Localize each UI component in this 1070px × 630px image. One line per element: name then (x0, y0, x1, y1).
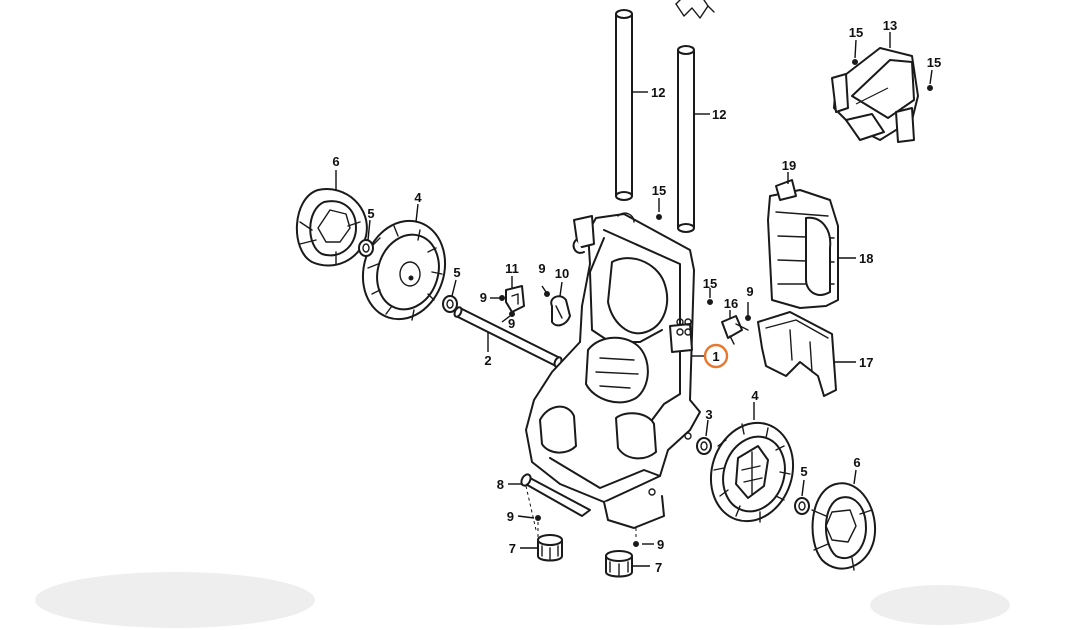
part-17-tank-holder[interactable] (757, 311, 837, 397)
part-4-wheel-right[interactable] (699, 412, 806, 532)
part-13-accessory-holder[interactable] (831, 47, 919, 143)
callout-15-b[interactable]: 15 (703, 276, 717, 291)
part-10-clip[interactable] (550, 295, 571, 327)
background-smudge-right (870, 585, 1010, 625)
part-6-hubcap-right[interactable] (811, 482, 877, 571)
part-12-lance-left[interactable] (615, 9, 633, 201)
callout-9-c[interactable]: 9 (538, 261, 545, 276)
callout-8[interactable]: 8 (497, 477, 504, 492)
callout-6-left[interactable]: 6 (332, 154, 339, 169)
callout-10[interactable]: 10 (555, 266, 569, 281)
callout-5-left[interactable]: 5 (453, 265, 460, 280)
callout-12-left[interactable]: 12 (651, 85, 665, 100)
part-9-screw-a[interactable] (490, 295, 505, 301)
part-3-washer[interactable] (696, 437, 712, 455)
callout-15-d[interactable]: 15 (927, 55, 941, 70)
callout-9-b[interactable]: 9 (508, 316, 515, 331)
part-7-foot-left[interactable] (537, 534, 563, 562)
part-5-washer-left[interactable] (442, 295, 458, 313)
part-7-foot-right[interactable] (605, 550, 633, 578)
callout-9-a[interactable]: 9 (480, 290, 487, 305)
part-19-detergent-bottle[interactable] (767, 179, 839, 309)
part-15-screw-d[interactable] (927, 85, 933, 91)
callout-7-right[interactable]: 7 (655, 560, 662, 575)
leader-lines (335, 32, 933, 567)
part-9-screw-e[interactable] (535, 515, 541, 539)
callout-13[interactable]: 13 (883, 18, 897, 33)
callout-6-right[interactable]: 6 (853, 455, 860, 470)
callout-15-a[interactable]: 15 (652, 183, 666, 198)
callout-labels: 1 2 3 4 4 5 5 5 6 6 7 7 8 9 9 9 9 9 9 10… (332, 18, 941, 575)
callout-19[interactable]: 19 (782, 158, 796, 173)
part-5-washer-right[interactable] (794, 497, 810, 515)
part-9-screw-d[interactable] (745, 302, 751, 321)
highlight-ring-part-1[interactable] (703, 343, 729, 369)
part-15-screw-a[interactable] (656, 214, 662, 220)
part-top-clip-fragment (675, 0, 715, 19)
callout-18[interactable]: 18 (859, 251, 873, 266)
callout-9-f[interactable]: 9 (657, 537, 664, 552)
callout-4-right[interactable]: 4 (751, 388, 759, 403)
callout-7-left[interactable]: 7 (509, 541, 516, 556)
callout-17[interactable]: 17 (859, 355, 873, 370)
part-15-screw-c[interactable] (852, 59, 858, 65)
part-4-wheel-left[interactable] (351, 210, 458, 330)
callout-3[interactable]: 3 (705, 407, 712, 422)
part-9-screw-b[interactable] (501, 311, 515, 323)
part-12-lance-right[interactable] (677, 45, 695, 233)
callout-15-c[interactable]: 15 (849, 25, 863, 40)
callout-5-upper-left[interactable]: 5 (367, 206, 374, 221)
callout-11[interactable]: 11 (505, 261, 519, 276)
part-6-hubcap-left[interactable] (295, 188, 368, 267)
callout-4-left[interactable]: 4 (414, 190, 422, 205)
callout-2[interactable]: 2 (484, 353, 491, 368)
part-8-bar[interactable] (520, 473, 591, 517)
part-15-screw-b[interactable] (707, 299, 713, 305)
part-16-connector[interactable] (721, 315, 749, 345)
callout-5-right[interactable]: 5 (800, 464, 807, 479)
callout-12-right[interactable]: 12 (712, 107, 726, 122)
callout-9-d[interactable]: 9 (746, 284, 753, 299)
callout-9-e[interactable]: 9 (507, 509, 514, 524)
callout-1[interactable]: 1 (712, 349, 719, 364)
callout-16[interactable]: 16 (724, 296, 738, 311)
part-2-axle[interactable] (453, 306, 563, 368)
part-9-screw-c[interactable] (541, 285, 550, 297)
part-5-washer-upper-left[interactable] (358, 239, 374, 257)
part-11-hose-clip[interactable] (505, 285, 525, 313)
background-smudge-left (35, 572, 315, 628)
part-9-screw-f[interactable] (633, 528, 639, 547)
part-1-frame-housing[interactable] (525, 212, 701, 529)
